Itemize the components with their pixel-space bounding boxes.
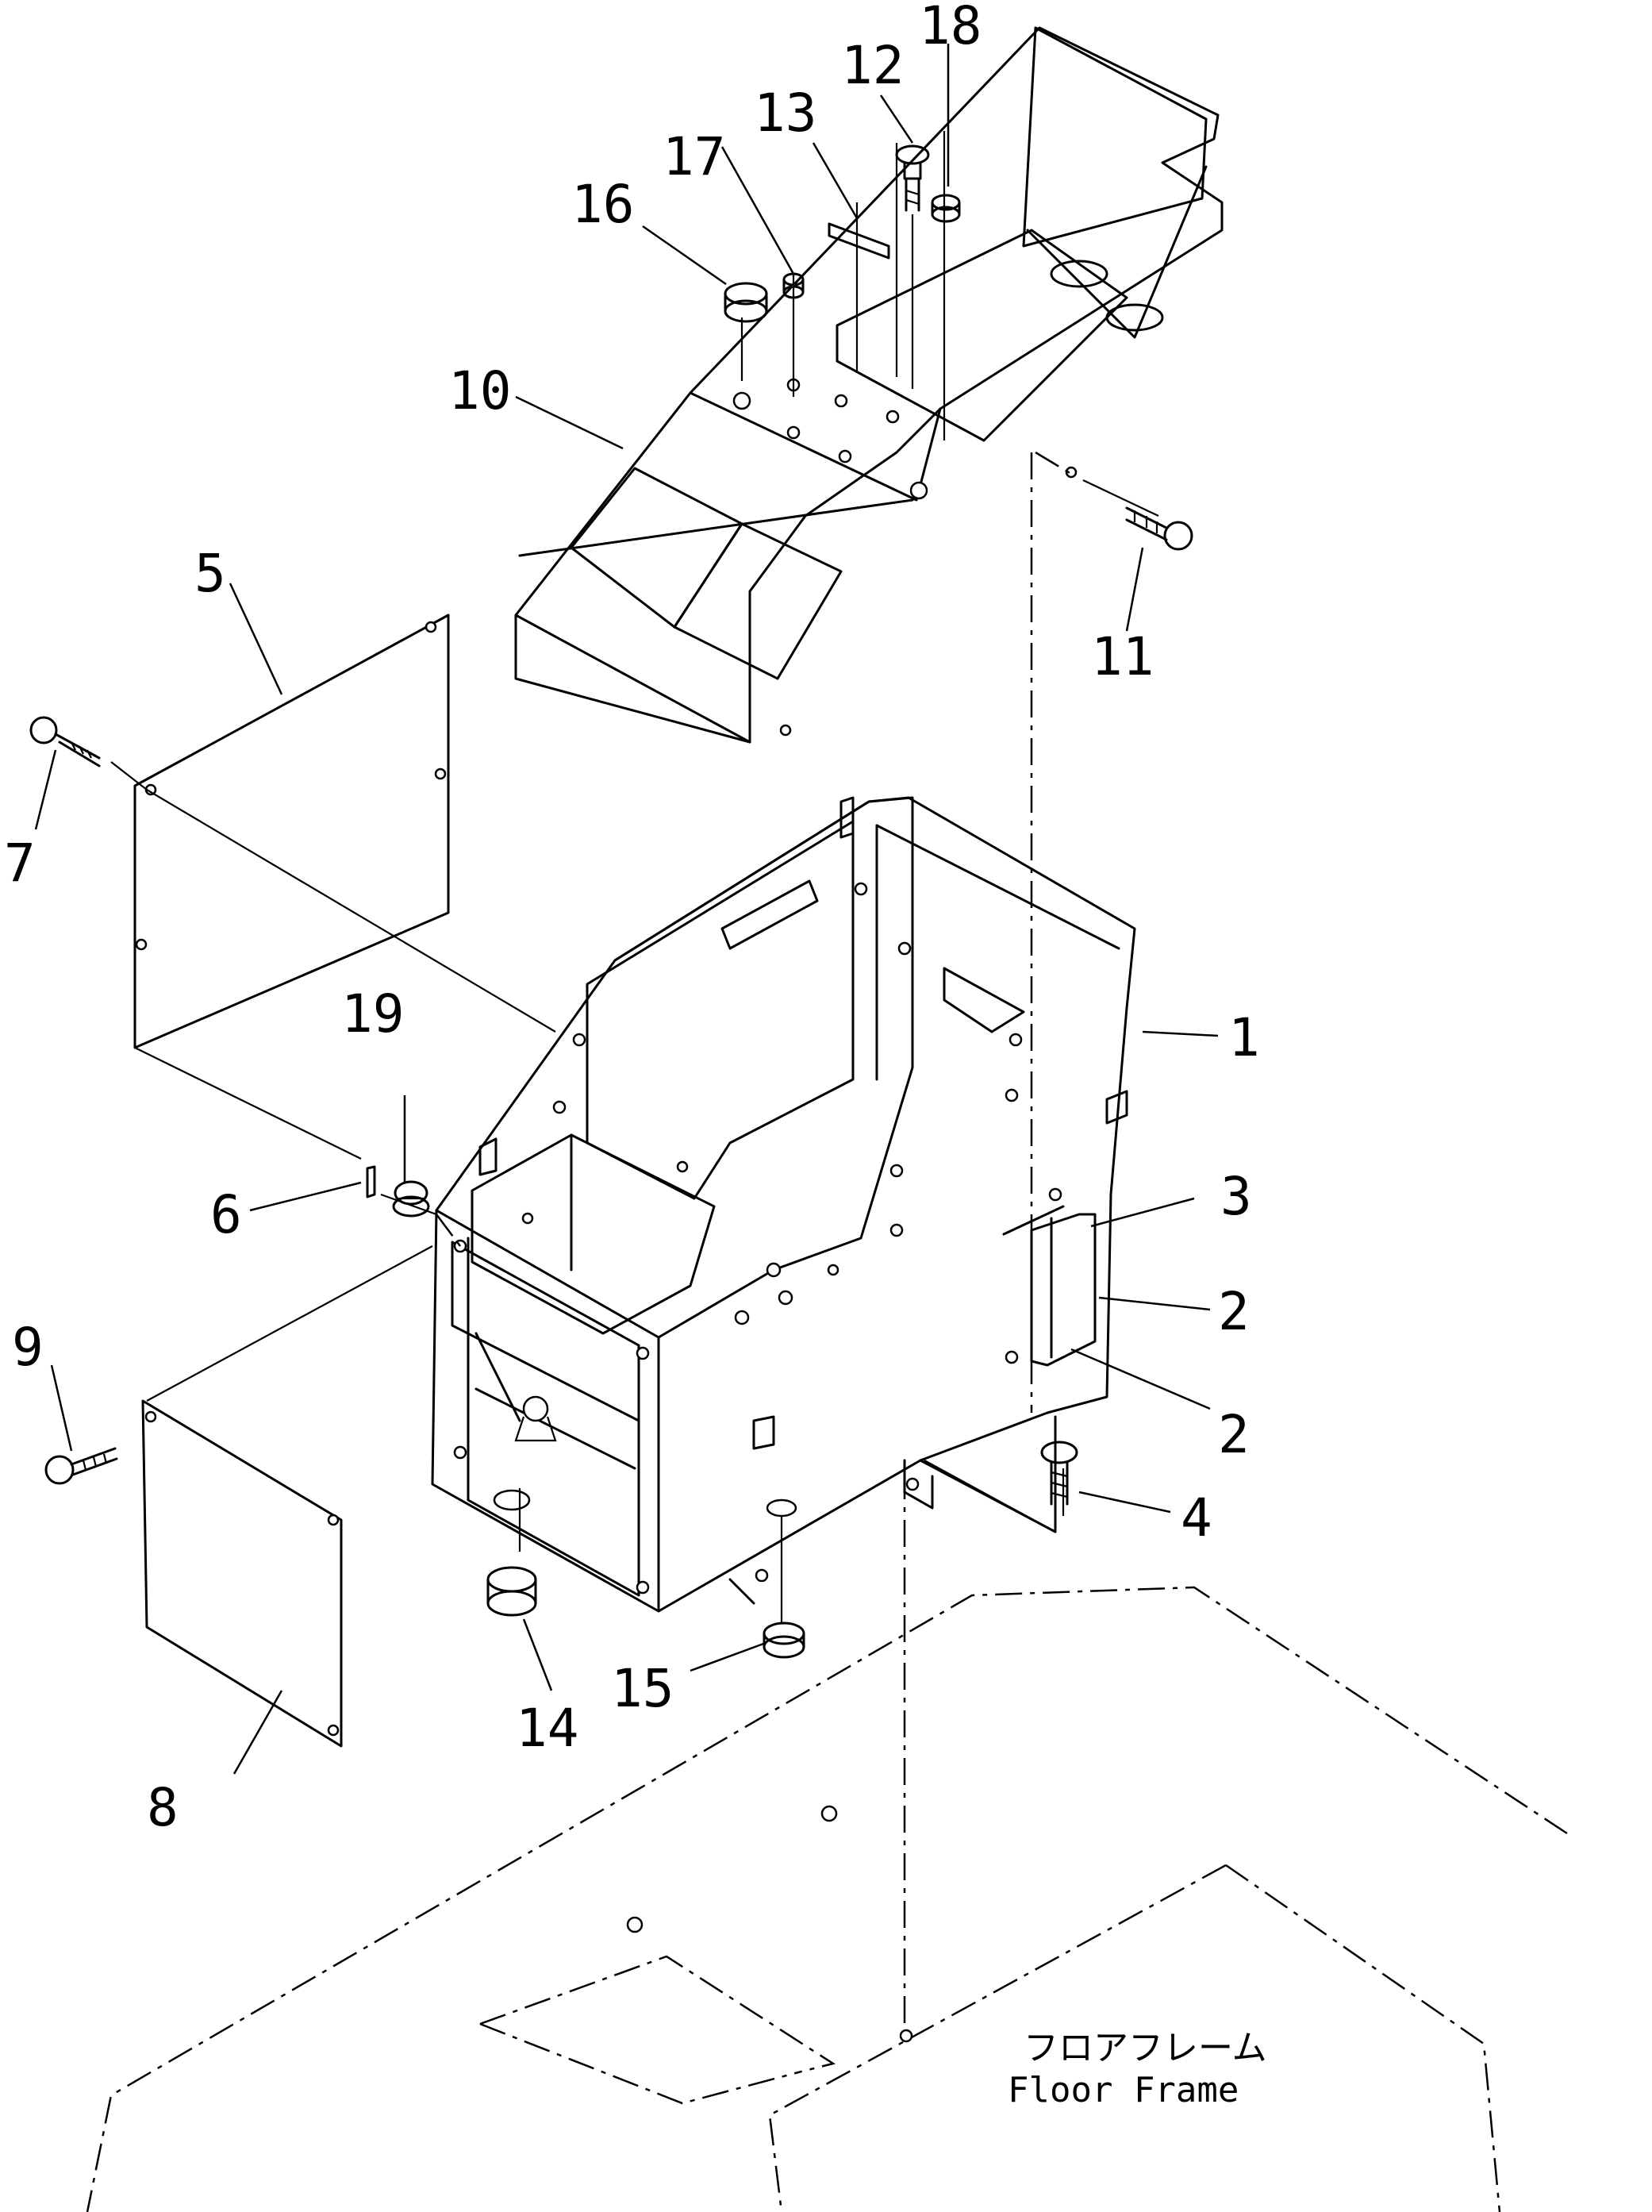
plug-16 — [724, 282, 768, 323]
callout-2-upper: 2 — [1218, 1281, 1250, 1342]
bolt-11 — [1125, 506, 1193, 551]
screw-12 — [895, 144, 930, 212]
callout-12: 12 — [841, 35, 904, 96]
floor-frame-outline — [86, 452, 1568, 2212]
bolt-4 — [1040, 1441, 1078, 1506]
plug-18 — [931, 194, 961, 223]
callout-1: 1 — [1228, 1007, 1260, 1068]
callout-17: 17 — [663, 126, 725, 187]
callout-11: 11 — [1091, 626, 1154, 687]
callout-18: 18 — [919, 0, 982, 56]
plate-13 — [828, 222, 890, 260]
callout-2-lower: 2 — [1218, 1404, 1250, 1465]
callout-6: 6 — [210, 1184, 242, 1245]
callout-13: 13 — [754, 83, 816, 144]
console-frame — [431, 796, 1136, 1613]
callout-14: 14 — [516, 1698, 578, 1759]
callout-10: 10 — [448, 360, 511, 421]
callout-9: 9 — [12, 1317, 44, 1378]
side-panel — [133, 614, 450, 1049]
plug-14 — [486, 1566, 537, 1617]
callout-3: 3 — [1220, 1166, 1252, 1227]
floor-frame-label-jp: フロアフレーム — [1024, 2028, 1267, 2068]
bolt-9 — [44, 1447, 118, 1485]
callout-19: 19 — [341, 983, 404, 1044]
callout-4: 4 — [1181, 1487, 1212, 1548]
callout-16: 16 — [571, 174, 634, 235]
front-panel — [141, 1399, 343, 1748]
callout-7: 7 — [4, 833, 36, 894]
callout-15: 15 — [611, 1658, 674, 1719]
callout-labels: 1 2 2 3 4 5 6 7 8 9 10 11 12 13 14 15 16… — [4, 0, 1260, 1838]
bolt-7 — [29, 716, 101, 767]
leader-lines — [34, 44, 1219, 1775]
callout-8: 8 — [147, 1777, 179, 1838]
assembly-guide-lines — [110, 131, 1159, 1623]
plug-15 — [763, 1621, 805, 1659]
grommet-19 — [392, 1180, 430, 1218]
clip-6 — [366, 1165, 376, 1198]
console-top-cover — [514, 26, 1224, 744]
callout-5: 5 — [194, 543, 226, 604]
floor-frame-label: フロアフレーム Floor Frame — [1008, 2028, 1267, 2110]
floor-frame-label-en: Floor Frame — [1008, 2070, 1239, 2110]
